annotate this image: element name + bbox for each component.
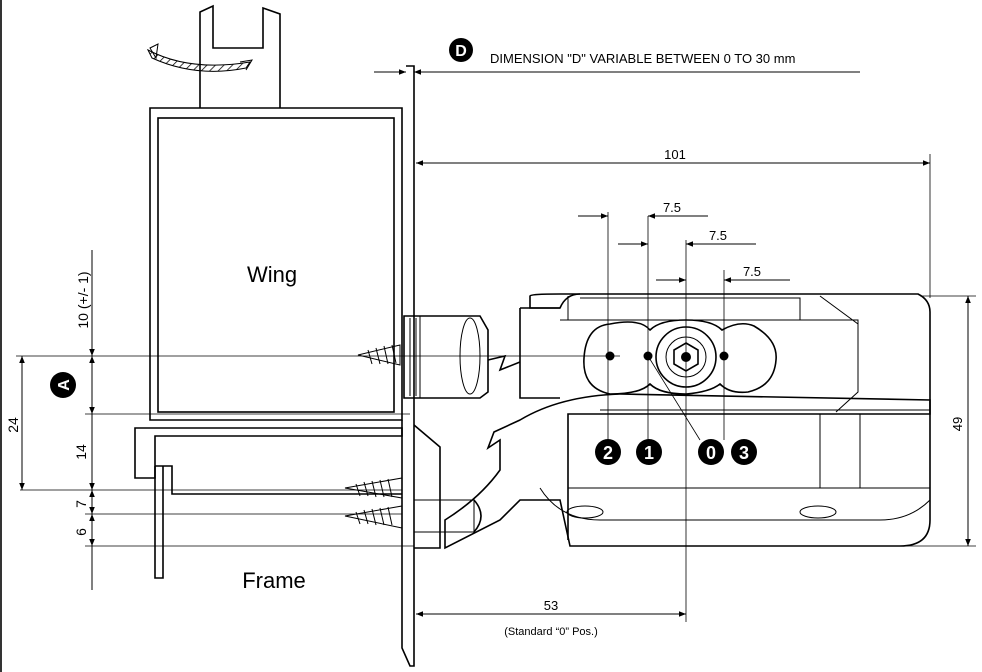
dimension-d: D DIMENSION "D" VARIABLE BETWEEN 0 TO 30…	[374, 38, 860, 75]
dim-49-label: 49	[950, 417, 965, 431]
dim-53-label: 53	[544, 598, 558, 613]
badge-position-1: 1	[636, 439, 662, 465]
dimension-53: 53 (Standard “0” Pos.)	[416, 598, 686, 638]
badge-position-3: 3	[731, 439, 757, 465]
dimension-steps: 7.5 7.5 7.5	[578, 200, 790, 283]
hinge-body	[403, 293, 931, 550]
badge-2-label: 2	[603, 443, 613, 463]
standard-position-note: (Standard “0” Pos.)	[504, 626, 598, 638]
badge-a: A	[50, 372, 76, 398]
dim-14-label: 14	[73, 444, 89, 460]
badge-d-label: D	[455, 43, 467, 60]
dim-7-label: 7	[73, 500, 89, 508]
dim-6-label: 6	[73, 528, 89, 536]
badge-position-2: 2	[595, 439, 621, 465]
top-tool-outline	[199, 4, 281, 108]
badge-a-label: A	[56, 379, 73, 391]
badge-1-label: 1	[644, 443, 654, 463]
badge-position-0: 0	[698, 439, 724, 465]
dim-101-label: 101	[664, 147, 686, 162]
dim-step-2-label: 7.5	[709, 228, 727, 243]
dim-24-label: 24	[5, 417, 21, 433]
dim-step-1-label: 7.5	[663, 200, 681, 215]
wing-profile	[134, 107, 403, 495]
wing-label: Wing	[247, 262, 297, 287]
left-dimension-chain: 10 (+/- 1) 24 14 7 6	[5, 250, 95, 590]
screw-bottom	[344, 505, 403, 529]
screw-middle	[344, 477, 403, 499]
rotation-arrow-icon	[146, 48, 252, 72]
position-reference-lines	[607, 212, 725, 622]
dimension-101: 101	[416, 147, 931, 298]
left-extension-lines	[16, 355, 620, 547]
frame-profile	[154, 65, 482, 667]
adjustment-positions	[583, 319, 777, 395]
d-note: DIMENSION "D" VARIABLE BETWEEN 0 TO 30 m…	[490, 51, 795, 66]
rotation-arrow-heads	[149, 43, 253, 71]
badge-0-label: 0	[706, 443, 716, 463]
dim-10-label: 10 (+/- 1)	[75, 271, 91, 328]
frame-label: Frame	[242, 568, 306, 593]
dim-step-3-label: 7.5	[743, 264, 761, 279]
dimension-49: 49	[904, 295, 976, 547]
badge-3-label: 3	[739, 443, 749, 463]
